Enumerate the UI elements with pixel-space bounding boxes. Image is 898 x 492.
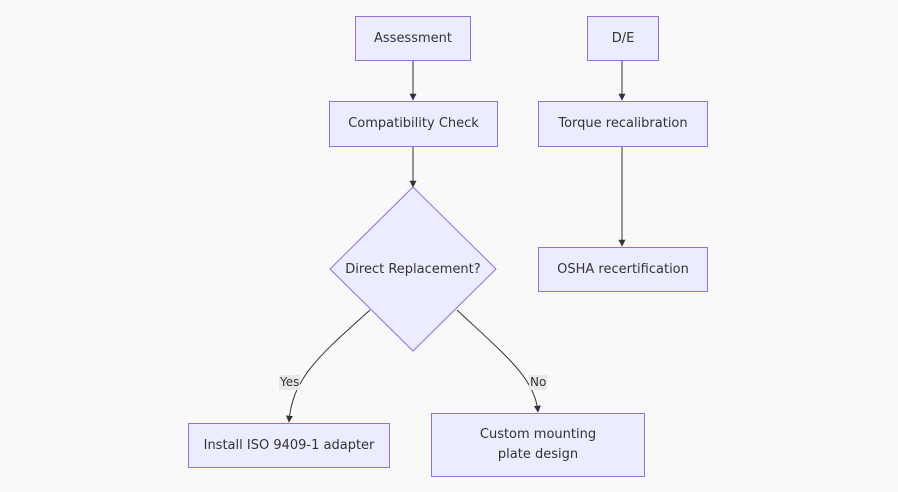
- node-compatibility-check-label: Compatibility Check: [348, 116, 479, 131]
- node-direct-replacement[interactable]: Direct Replacement?: [330, 254, 496, 284]
- node-compatibility-check[interactable]: Compatibility Check: [329, 101, 498, 147]
- node-assessment[interactable]: Assessment: [355, 16, 471, 61]
- node-assessment-label: Assessment: [374, 30, 452, 46]
- node-osha-recertification[interactable]: OSHA recertification: [538, 247, 708, 292]
- edge-decision-custom: [456, 309, 541, 413]
- node-custom-mounting-plate[interactable]: Custom mounting plate design: [431, 413, 645, 477]
- node-osha-recertification-label: OSHA recertification: [557, 261, 689, 277]
- node-de[interactable]: D/E: [587, 16, 659, 61]
- edge-label-no: No: [529, 375, 548, 390]
- node-torque-recalibration-label: Torque recalibration: [558, 116, 688, 131]
- node-de-label: D/E: [611, 30, 635, 46]
- edge-decision-install: [285, 309, 371, 423]
- node-direct-replacement-label: Direct Replacement?: [345, 261, 481, 277]
- node-custom-mounting-plate-label: Custom mounting plate design: [479, 427, 597, 462]
- node-torque-recalibration[interactable]: Torque recalibration: [538, 101, 708, 147]
- edge-label-yes: Yes: [279, 375, 301, 390]
- decision-diamond-shape: [329, 186, 497, 352]
- node-install-adapter[interactable]: Install ISO 9409-1 adapter: [188, 423, 390, 468]
- node-install-adapter-label: Install ISO 9409-1 adapter: [203, 437, 375, 453]
